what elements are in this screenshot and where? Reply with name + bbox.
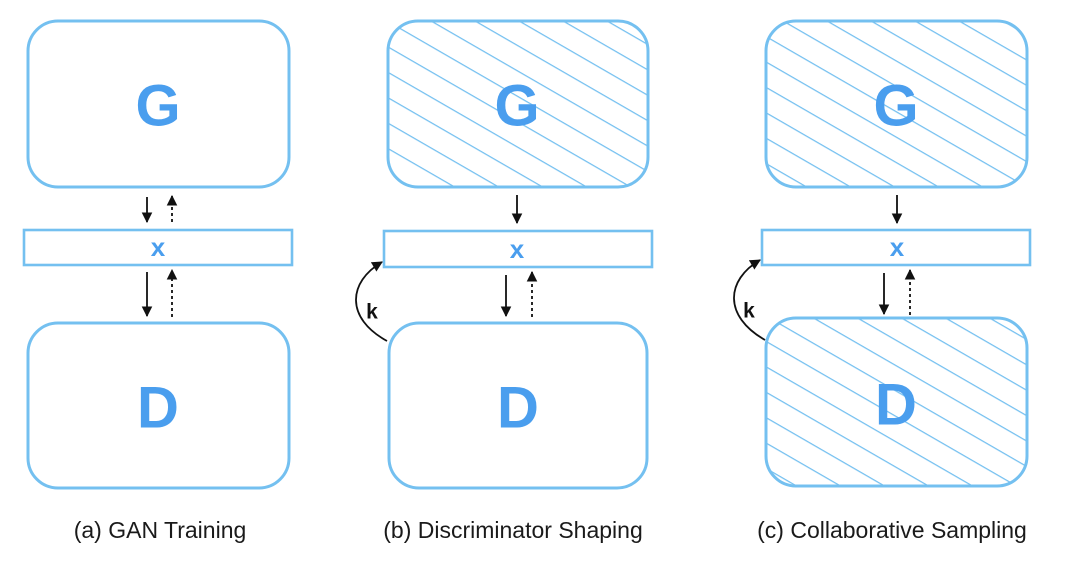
caption: (c) Collaborative Sampling xyxy=(757,517,1027,543)
generator-box xyxy=(764,19,1029,189)
sample-bar xyxy=(382,229,654,269)
sample-label: x xyxy=(890,232,905,262)
generator-box xyxy=(386,19,650,189)
discriminator-box xyxy=(387,321,649,490)
sample-bar xyxy=(22,228,294,267)
discriminator-box xyxy=(764,316,1029,488)
generator-label: G xyxy=(873,74,918,139)
discriminator-label: D xyxy=(497,376,539,441)
feedback-arrow xyxy=(355,261,388,342)
sample-label: x xyxy=(510,234,525,264)
discriminator-label: D xyxy=(875,373,917,438)
panel-a: G x D (a) GAN Training xyxy=(22,19,294,543)
panel-c: G x k D (c) Collaborative Sampling xyxy=(733,19,1032,543)
caption: (b) Discriminator Shaping xyxy=(383,517,642,543)
generator-label: G xyxy=(494,74,539,139)
discriminator-box xyxy=(26,321,291,490)
discriminator-label: D xyxy=(137,376,179,441)
generator-label: G xyxy=(135,74,180,139)
feedback-label: k xyxy=(366,301,378,324)
feedback-arrow xyxy=(733,259,766,341)
sample-label: x xyxy=(151,232,166,262)
sample-bar xyxy=(760,228,1032,267)
feedback-label: k xyxy=(743,300,755,323)
panel-b: G x k D (b) Discriminator Shaping xyxy=(355,19,654,543)
caption: (a) GAN Training xyxy=(74,517,247,543)
generator-box xyxy=(26,19,291,189)
